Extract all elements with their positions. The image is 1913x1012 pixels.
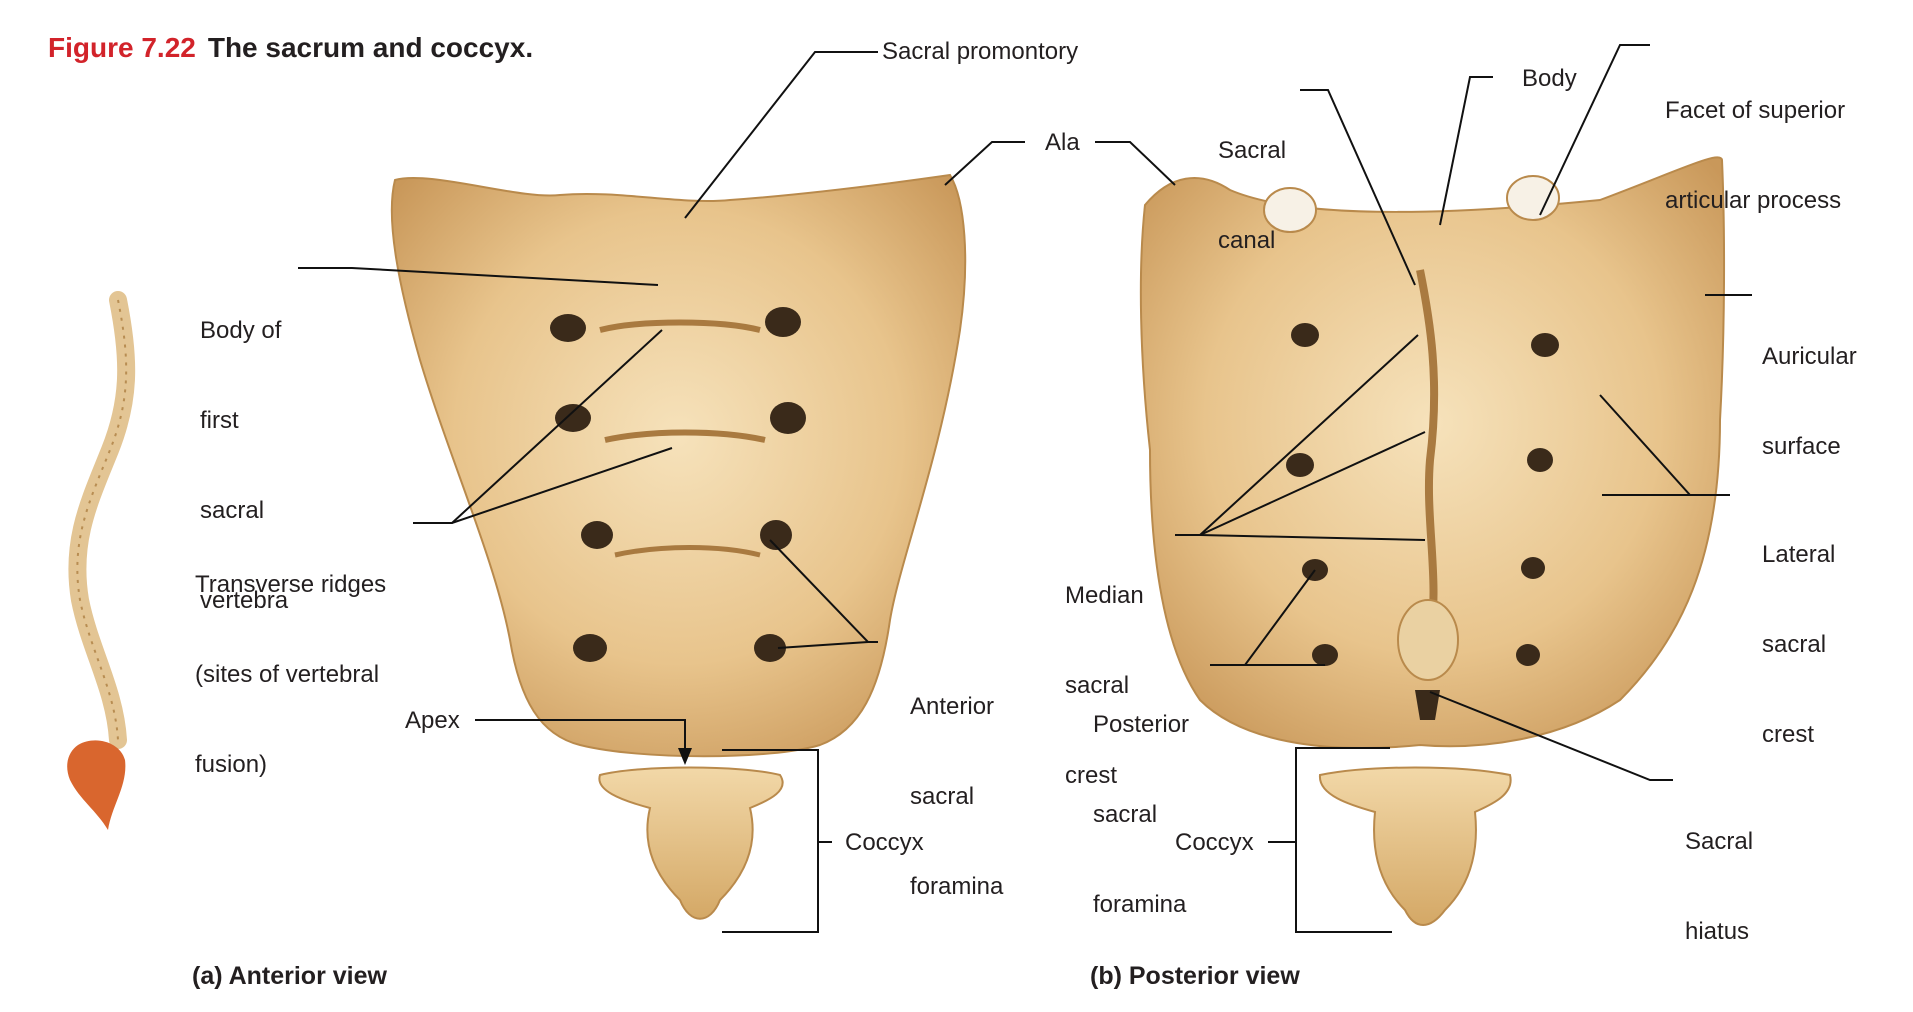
label-sacral-canal: Sacral canal — [1218, 76, 1286, 286]
label-line: vertebra — [200, 587, 289, 614]
label-line: fusion) — [195, 751, 268, 778]
label-line: Anterior — [910, 693, 995, 720]
label-line: Sacral — [1218, 137, 1287, 164]
label-line: Facet of superior — [1665, 97, 1846, 124]
anterior-sacrum — [390, 173, 967, 758]
label-line: Body of — [200, 317, 282, 344]
label-body: Body — [1522, 65, 1577, 92]
label-body-first-sacral-vertebra: Body of first sacral vertebra — [200, 256, 288, 646]
caption-posterior-view: (b) Posterior view — [1090, 962, 1300, 990]
label-line: (sites of vertebral — [195, 661, 380, 688]
anterior-coccyx — [598, 766, 784, 920]
label-line: Sacral — [1685, 828, 1754, 855]
label-line: crest — [1065, 762, 1118, 789]
label-ala: Ala — [1045, 129, 1080, 156]
label-line: Auricular — [1762, 343, 1857, 370]
label-line: sacral — [1762, 631, 1827, 658]
label-apex: Apex — [405, 707, 460, 734]
label-coccyx-anterior: Coccyx — [845, 829, 924, 856]
label-auricular-surface: Auricular surface — [1762, 282, 1857, 492]
label-posterior-sacral-foramina: Posterior sacral foramina — [1093, 650, 1189, 950]
label-line: Posterior — [1093, 711, 1190, 738]
label-line: sacral — [200, 497, 265, 524]
label-anterior-sacral-foramina: Anterior sacral foramina — [910, 632, 1003, 932]
label-line: sacral — [910, 783, 975, 810]
label-line: Lateral — [1762, 541, 1836, 568]
label-line: foramina — [1093, 891, 1187, 918]
label-line: Median — [1065, 582, 1144, 609]
label-sacral-hiatus: Sacral hiatus — [1685, 767, 1753, 977]
label-line: foramina — [910, 873, 1004, 900]
apex-arrowhead — [678, 748, 692, 765]
label-line: crest — [1762, 721, 1815, 748]
label-line: hiatus — [1685, 918, 1750, 945]
label-line: surface — [1762, 433, 1841, 460]
label-line: canal — [1218, 227, 1276, 254]
caption-anterior-view: (a) Anterior view — [192, 962, 387, 990]
label-coccyx-posterior: Coccyx — [1175, 829, 1254, 856]
posterior-sacrum — [1139, 156, 1726, 749]
label-sacral-promontory: Sacral promontory — [882, 38, 1079, 65]
figure-title: Figure 7.22 The sacrum and coccyx. — [48, 32, 533, 64]
label-facet-superior-articular-process: Facet of superior articular process — [1665, 36, 1845, 246]
label-line: articular process — [1665, 187, 1842, 214]
leader-lines-anterior — [298, 51, 1025, 933]
sacrum-highlight — [67, 740, 126, 830]
label-lateral-sacral-crest: Lateral sacral crest — [1762, 480, 1835, 780]
label-median-sacral-crest: Median sacral crest — [1065, 521, 1144, 821]
label-line: first — [200, 407, 239, 434]
figure-number: Figure 7.22 — [48, 32, 196, 63]
vertebral-column-thumbnail — [67, 291, 136, 830]
label-line: sacral — [1065, 672, 1130, 699]
posterior-coccyx — [1318, 766, 1512, 926]
figure-caption: The sacrum and coccyx. — [207, 32, 534, 63]
label-transverse-ridges: Transverse ridges (sites of vertebral fu… — [195, 510, 386, 810]
label-line: Transverse ridges — [195, 571, 387, 598]
leader-lines-posterior — [1095, 44, 1752, 933]
label-line: sacral — [1093, 801, 1158, 828]
